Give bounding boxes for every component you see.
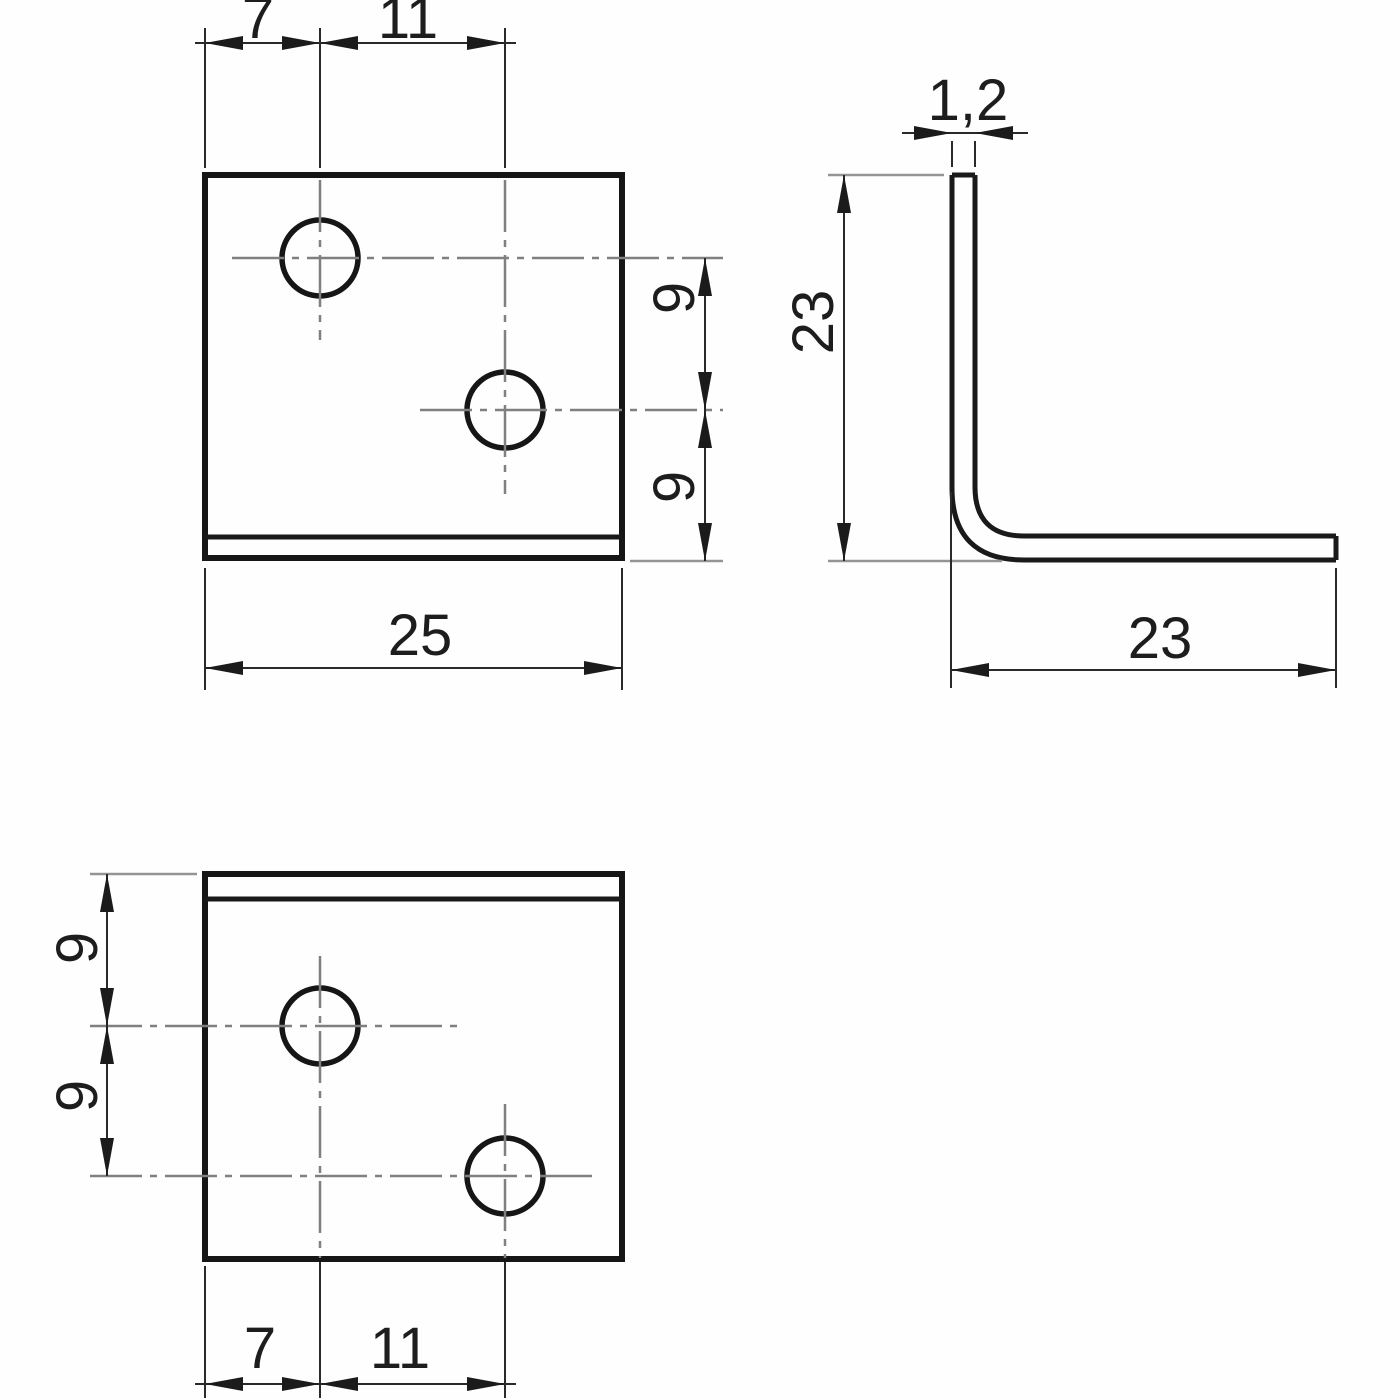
dim-label-bottomview-9-lower: 9 — [45, 1080, 110, 1112]
bottom-view: 9 9 7 11 — [45, 871, 625, 1398]
arrow-right-icon — [282, 1377, 320, 1391]
dim-label-topview-9-upper: 9 — [642, 282, 707, 314]
arrow-right-icon — [282, 36, 320, 50]
dim-label-topview-7: 7 — [242, 0, 274, 51]
arrow-right-icon — [914, 126, 952, 140]
arrow-down-icon — [698, 372, 712, 410]
arrow-up-icon — [698, 410, 712, 448]
dim-label-bottomview-9-upper: 9 — [45, 932, 110, 964]
dim-label-topview-9-lower: 9 — [642, 471, 707, 503]
dim-label-sideview-thickness: 1,2 — [928, 68, 1009, 133]
arrow-left-icon — [975, 126, 1013, 140]
arrow-left-icon — [320, 36, 358, 50]
arrow-up-icon — [837, 175, 851, 213]
arrow-down-icon — [100, 1138, 114, 1176]
arrow-down-icon — [100, 988, 114, 1026]
arrow-up-icon — [100, 1026, 114, 1064]
arrow-left-icon — [205, 36, 243, 50]
arrow-left-icon — [205, 1377, 243, 1391]
dim-label-topview-11: 11 — [378, 0, 438, 51]
arrow-left-icon — [205, 661, 243, 675]
arrow-down-icon — [837, 523, 851, 561]
arrow-left-icon — [320, 1377, 358, 1391]
arrow-right-icon — [467, 1377, 505, 1391]
top-view: 7 11 9 9 25 — [195, 0, 723, 690]
top-view-plate-outline — [202, 172, 625, 561]
dim-label-sideview-depth: 23 — [1128, 606, 1193, 671]
arrow-left-icon — [951, 663, 989, 677]
dim-label-topview-25: 25 — [388, 603, 453, 668]
bottom-view-plate-outline — [202, 871, 625, 1262]
side-view-inner-contour — [972, 175, 1336, 539]
side-view: 1,2 23 23 — [781, 68, 1339, 688]
dim-label-sideview-height: 23 — [781, 290, 846, 355]
arrow-right-icon — [584, 661, 622, 675]
arrow-up-icon — [698, 258, 712, 296]
dim-label-bottomview-11: 11 — [370, 1316, 430, 1381]
arrow-down-icon — [698, 523, 712, 561]
arrow-right-icon — [467, 36, 505, 50]
side-view-outer-contour — [949, 175, 1336, 563]
dim-label-bottomview-7: 7 — [244, 1316, 276, 1381]
arrow-up-icon — [100, 874, 114, 912]
arrow-right-icon — [1298, 663, 1336, 677]
